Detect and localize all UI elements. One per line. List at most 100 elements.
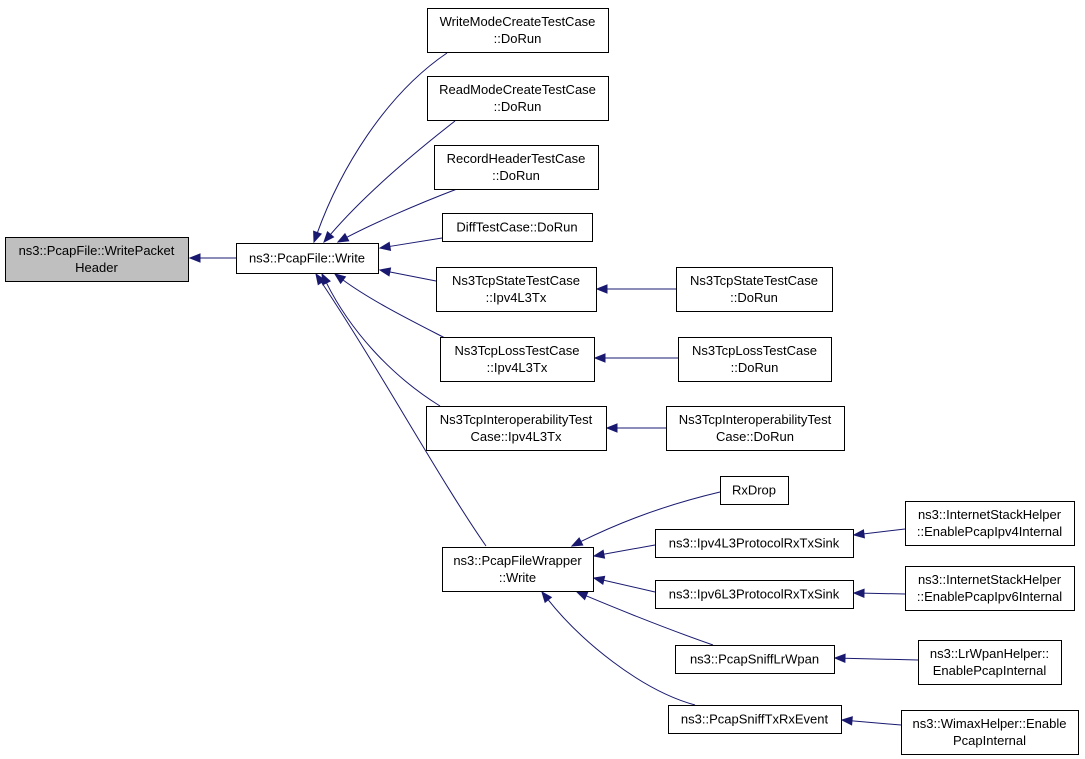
node-box-tloss[interactable] <box>440 337 595 382</box>
arrowhead-write-to-root <box>188 253 201 263</box>
node-box-tstate_run[interactable] <box>676 267 833 312</box>
arrowhead-ish6-to-ipv6sink <box>852 588 865 598</box>
node-label-rmc-line1: ReadModeCreateTestCase <box>439 82 596 97</box>
node-box-rht[interactable] <box>434 145 599 190</box>
node-label-tinter-line2: Case::Ipv4L3Tx <box>470 429 562 444</box>
node-box-ish4[interactable] <box>905 501 1075 546</box>
node-box-rmc[interactable] <box>427 76 609 121</box>
node-ish4[interactable]: ns3::InternetStackHelper::EnablePcapIpv4… <box>905 501 1075 546</box>
node-label-root-line2: Header <box>75 260 118 275</box>
node-label-rmc-line2: ::DoRun <box>494 99 542 114</box>
edge-tinter-to-write <box>325 281 441 407</box>
node-pfw[interactable]: ns3::PcapFileWrapper::Write <box>442 547 594 592</box>
node-sniffev[interactable]: ns3::PcapSniffTxRxEvent <box>668 705 842 734</box>
node-label-write-line1: ns3::PcapFile::Write <box>249 251 365 266</box>
arrowhead-tinter_run-to-tinter <box>605 423 618 433</box>
node-box-tinter_run[interactable] <box>666 406 845 451</box>
node-rmc[interactable]: ReadModeCreateTestCase::DoRun <box>427 76 609 121</box>
node-label-wmc-line1: WriteModeCreateTestCase <box>440 14 596 29</box>
node-diff[interactable]: DiffTestCase::DoRun <box>442 213 593 242</box>
edge-rmc-to-write <box>329 120 456 236</box>
node-wimax[interactable]: ns3::WimaxHelper::EnablePcapInternal <box>901 710 1079 755</box>
node-label-ipv4sink-line1: ns3::Ipv4L3ProtocolRxTxSink <box>669 536 840 551</box>
node-label-tloss-line1: Ns3TcpLossTestCase <box>455 343 580 358</box>
node-tloss_run[interactable]: Ns3TcpLossTestCase::DoRun <box>678 337 832 382</box>
node-box-ipv4sink[interactable] <box>655 529 854 558</box>
arrowhead-tloss_run-to-tloss <box>593 353 606 363</box>
node-tstate_run[interactable]: Ns3TcpStateTestCase::DoRun <box>676 267 833 312</box>
node-box-ish6[interactable] <box>905 566 1075 611</box>
node-box-write[interactable] <box>236 243 379 274</box>
edge-ipv6sink-to-pfw <box>602 579 656 593</box>
node-label-ish4-line2: ::EnablePcapIpv4Internal <box>917 524 1062 539</box>
edge-ipv4sink-to-pfw <box>602 544 656 555</box>
node-box-rxdrop[interactable] <box>720 476 789 505</box>
node-lrhelper[interactable]: ns3::LrWpanHelper::EnablePcapInternal <box>918 640 1062 685</box>
node-box-tinter[interactable] <box>426 406 607 451</box>
node-ish6[interactable]: ns3::InternetStackHelper::EnablePcapIpv6… <box>905 566 1075 611</box>
node-label-tloss_run-line1: Ns3TcpLossTestCase <box>692 343 817 358</box>
node-label-rht-line2: ::DoRun <box>492 168 540 183</box>
node-box-tloss_run[interactable] <box>678 337 832 382</box>
edge-rht-to-write <box>345 188 458 239</box>
node-label-lrhelper-line1: ns3::LrWpanHelper:: <box>930 646 1049 661</box>
node-label-tinter_run-line1: Ns3TcpInteroperabilityTest <box>679 412 832 427</box>
node-box-root[interactable] <box>5 237 189 282</box>
edge-pfw-to-write <box>320 281 487 547</box>
node-label-diff-line1: DiffTestCase::DoRun <box>456 220 577 235</box>
node-tloss[interactable]: Ns3TcpLossTestCase::Ipv4L3Tx <box>440 337 595 382</box>
node-box-diff[interactable] <box>442 213 593 242</box>
node-box-tstate[interactable] <box>436 267 597 312</box>
arrowhead-tloss-to-write <box>333 273 347 285</box>
node-label-rht-line1: RecordHeaderTestCase <box>447 151 586 166</box>
node-tstate[interactable]: Ns3TcpStateTestCase::Ipv4L3Tx <box>436 267 597 312</box>
node-label-pfw-line1: ns3::PcapFileWrapper <box>453 553 582 568</box>
node-label-tstate-line2: ::Ipv4L3Tx <box>486 290 547 305</box>
arrowhead-sniffev-to-pfw <box>541 590 553 604</box>
node-lrwpan[interactable]: ns3::PcapSniffLrWpan <box>675 645 835 674</box>
node-box-wimax[interactable] <box>901 710 1079 755</box>
node-label-ish4-line1: ns3::InternetStackHelper <box>918 507 1062 522</box>
node-box-lrhelper[interactable] <box>918 640 1062 685</box>
arrowhead-wmc-to-write <box>313 230 323 244</box>
node-label-ish6-line1: ns3::InternetStackHelper <box>918 572 1062 587</box>
node-ipv4sink[interactable]: ns3::Ipv4L3ProtocolRxTxSink <box>655 529 854 558</box>
node-label-tinter_run-line2: Case::DoRun <box>716 429 794 444</box>
node-box-pfw[interactable] <box>442 547 594 592</box>
node-label-lrhelper-line2: EnablePcapInternal <box>933 663 1047 678</box>
edge-wmc-to-write <box>316 52 448 234</box>
node-box-lrwpan[interactable] <box>675 645 835 674</box>
node-box-ipv6sink[interactable] <box>655 580 854 609</box>
node-write[interactable]: ns3::PcapFile::Write <box>236 243 379 274</box>
node-label-tloss-line2: ::Ipv4L3Tx <box>487 360 548 375</box>
arrowhead-ish4-to-ipv4sink <box>852 529 865 539</box>
node-label-lrwpan-line1: ns3::PcapSniffLrWpan <box>690 652 819 667</box>
edge-ish6-to-ipv6sink <box>862 592 906 595</box>
node-label-rxdrop-line1: RxDrop <box>732 483 776 498</box>
arrowhead-ipv4sink-to-pfw <box>592 549 606 559</box>
arrowhead-rht-to-write <box>336 232 350 243</box>
node-label-sniffev-line1: ns3::PcapSniffTxRxEvent <box>681 712 829 727</box>
node-box-wmc[interactable] <box>427 8 609 53</box>
node-rht[interactable]: RecordHeaderTestCase::DoRun <box>434 145 599 190</box>
arrowhead-ipv6sink-to-pfw <box>592 575 606 585</box>
node-label-wimax-line2: PcapInternal <box>953 733 1026 748</box>
edge-lrwpan-to-pfw <box>585 595 714 646</box>
node-ipv6sink[interactable]: ns3::Ipv6L3ProtocolRxTxSink <box>655 580 854 609</box>
node-rxdrop[interactable]: RxDrop <box>720 476 789 505</box>
arrowhead-rxdrop-to-pfw <box>570 537 584 547</box>
node-label-tinter-line1: Ns3TcpInteroperabilityTest <box>440 412 593 427</box>
edge-ish4-to-ipv4sink <box>862 528 906 535</box>
edge-lrhelper-to-lrwpan <box>843 657 919 661</box>
node-wmc[interactable]: WriteModeCreateTestCase::DoRun <box>427 8 609 53</box>
arrowhead-wimax-to-sniffev <box>840 716 853 726</box>
node-label-tstate-line1: Ns3TcpStateTestCase <box>452 273 580 288</box>
node-label-tstate_run-line2: ::DoRun <box>730 290 778 305</box>
edge-tloss-to-write <box>341 278 446 339</box>
edge-rxdrop-to-pfw <box>579 491 721 543</box>
node-box-sniffev[interactable] <box>668 705 842 734</box>
